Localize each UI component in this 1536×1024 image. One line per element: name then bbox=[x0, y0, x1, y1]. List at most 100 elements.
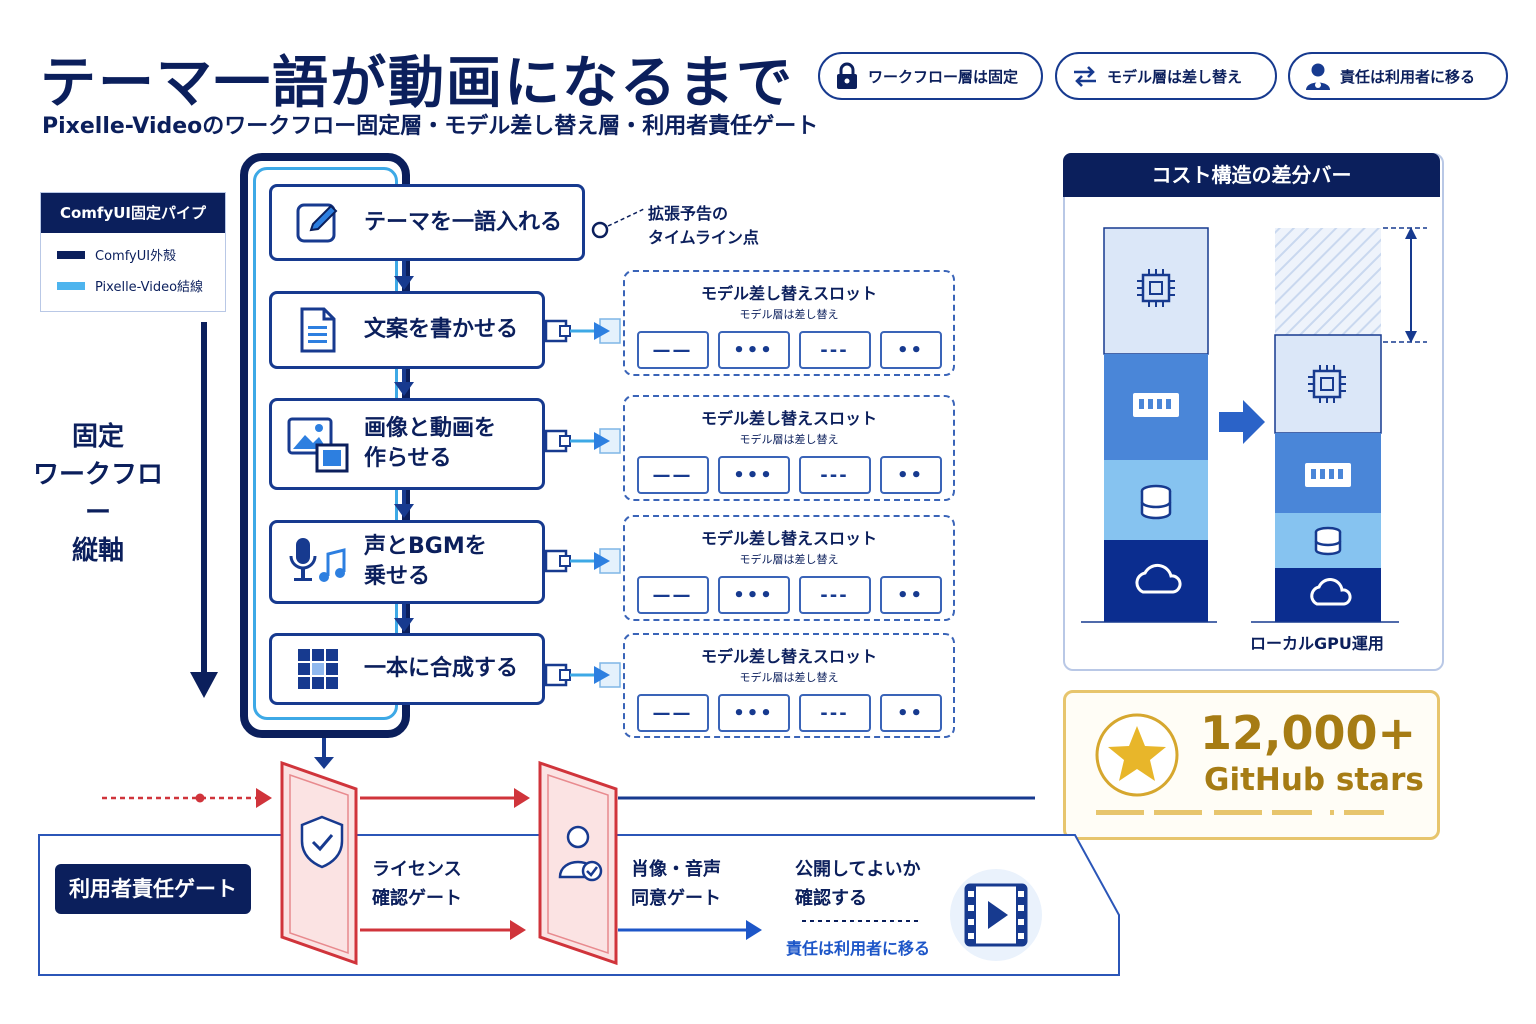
cost-bars bbox=[1081, 227, 1427, 623]
step-label: 画像と動画を 作らせる bbox=[364, 414, 496, 474]
model-chip[interactable]: --- bbox=[798, 694, 871, 732]
slot-title: モデル差し替えスロット bbox=[700, 409, 877, 428]
timeline-point bbox=[591, 208, 645, 239]
model-chip[interactable]: ••• bbox=[717, 694, 790, 732]
model-chip[interactable]: —— bbox=[636, 576, 709, 614]
step-label-line: 作らせる bbox=[364, 446, 452, 471]
legend-item: Pixelle-Video結線 bbox=[57, 276, 225, 295]
slot-subtitle: モデル層は差し替え bbox=[739, 433, 839, 446]
slot-chips: ——•••---•• bbox=[625, 331, 953, 369]
savings-bracket bbox=[1383, 227, 1427, 343]
legend-title: ComfyUI固定パイプ bbox=[41, 193, 225, 233]
vertical-axis-arrow bbox=[190, 322, 218, 698]
cost-bar-before bbox=[1103, 227, 1209, 622]
slot-plug-connector bbox=[544, 428, 621, 454]
slot-title: モデル差し替えスロット bbox=[700, 284, 877, 303]
step-label: テーマを一語入れる bbox=[364, 209, 563, 235]
responsibility-transfer-label: 責任は利用者に移る bbox=[786, 939, 931, 958]
cost-arrow bbox=[1219, 400, 1265, 444]
model-swap-slot: モデル差し替えスロットモデル層は差し替え ——•••---•• bbox=[623, 633, 955, 738]
memory-icon bbox=[1133, 393, 1179, 417]
cost-after-label: ローカルGPU運用 bbox=[1250, 634, 1384, 653]
model-chip[interactable]: --- bbox=[798, 576, 871, 614]
model-chip[interactable]: •• bbox=[879, 694, 942, 732]
database-icon bbox=[1140, 484, 1172, 520]
legend-swatch-light bbox=[57, 281, 85, 290]
axis-label-line: 縦軸 bbox=[71, 536, 124, 566]
legend-label: Pixelle-Video結線 bbox=[95, 280, 204, 295]
axis-label-line: ワークフロー bbox=[32, 460, 163, 528]
slot-plug-connector bbox=[544, 318, 621, 344]
page-subtitle: Pixelle-Videoのワークフロー固定層・モデル差し替え層・利用者責任ゲー… bbox=[42, 114, 819, 139]
video-play-icon bbox=[950, 869, 1042, 961]
cost-panel-title: コスト構造の差分バー bbox=[1063, 153, 1440, 197]
responsibility-gate-tag: 利用者責任ゲート bbox=[55, 864, 251, 914]
timeline-note-line: 拡張予告の bbox=[648, 204, 729, 223]
step-compose: 一本に合成する bbox=[269, 633, 545, 705]
pill-responsibility: 責任は利用者に移る bbox=[1288, 52, 1508, 100]
shield-check-icon bbox=[300, 815, 344, 869]
step-label: 文案を書かせる bbox=[364, 317, 519, 342]
step-label-line: 画像と動画を bbox=[364, 416, 497, 441]
swap-arrows-icon bbox=[1074, 66, 1096, 87]
slot-plug-connector bbox=[544, 662, 621, 688]
pill-label: ワークフロー層は固定 bbox=[868, 67, 1019, 86]
slot-title: モデル差し替えスロット bbox=[700, 647, 877, 666]
step-make-images-video: 画像と動画を 作らせる bbox=[269, 398, 545, 490]
slot-subtitle: モデル層は差し替え bbox=[739, 308, 839, 321]
image-film-icon bbox=[286, 415, 350, 473]
gate-label-line: 確認する bbox=[795, 888, 867, 909]
axis-label: 固定 ワークフロー 縦軸 bbox=[28, 418, 168, 570]
model-chip[interactable]: --- bbox=[798, 456, 871, 494]
model-chip[interactable]: —— bbox=[636, 456, 709, 494]
timeline-note-line: タイムライン点 bbox=[648, 228, 759, 247]
stars-dashes bbox=[1096, 810, 1384, 815]
page-title: テーマ一語が動画になるまで bbox=[40, 51, 794, 116]
model-chip[interactable]: ••• bbox=[717, 576, 790, 614]
cost-bar-after bbox=[1274, 228, 1382, 622]
mic-music-icon bbox=[286, 536, 350, 588]
slot-plug-connector bbox=[544, 548, 621, 574]
lock-icon bbox=[837, 62, 857, 89]
license-gate-label: ライセンス 確認ゲート bbox=[372, 855, 462, 913]
model-chip[interactable]: —— bbox=[636, 331, 709, 369]
model-chip[interactable]: —— bbox=[636, 694, 709, 732]
step-connectors bbox=[394, 258, 414, 632]
model-swap-slot: モデル差し替えスロットモデル層は差し替え ——•••---•• bbox=[623, 270, 955, 376]
slot-chips: ——•••---•• bbox=[625, 576, 953, 614]
legend-swatch-dark bbox=[57, 250, 85, 259]
chip-icon bbox=[1137, 269, 1175, 307]
step-label: 声とBGMを 乗せる bbox=[364, 532, 487, 592]
step-label-line: 乗せる bbox=[364, 564, 431, 589]
cloud-icon bbox=[1310, 578, 1352, 606]
gate-label-line: 同意ゲート bbox=[631, 888, 721, 909]
slot-chips: ——•••---•• bbox=[625, 456, 953, 494]
person-icon bbox=[1306, 63, 1330, 90]
model-chip[interactable]: ••• bbox=[717, 331, 790, 369]
grid-icon bbox=[286, 647, 350, 691]
step-enter-theme: テーマを一語入れる bbox=[269, 184, 585, 261]
step-add-voice-bgm: 声とBGMを 乗せる bbox=[269, 520, 545, 604]
gate-flow bbox=[38, 738, 1120, 976]
slot-subtitle: モデル層は差し替え bbox=[739, 553, 839, 566]
database-icon bbox=[1314, 526, 1342, 556]
stars-label: GitHub stars bbox=[1204, 762, 1424, 798]
model-chip[interactable]: •• bbox=[879, 576, 942, 614]
pill-label: モデル層は差し替え bbox=[1107, 67, 1243, 86]
slot-subtitle: モデル層は差し替え bbox=[739, 671, 839, 684]
model-chip[interactable]: •• bbox=[879, 456, 942, 494]
model-chip[interactable]: --- bbox=[798, 331, 871, 369]
gate-label-line: 肖像・音声 bbox=[631, 859, 721, 880]
document-icon bbox=[286, 306, 350, 354]
legend-item: ComfyUI外殻 bbox=[57, 245, 225, 264]
gate-label-line: ライセンス bbox=[372, 859, 462, 880]
publish-check-label: 公開してよいか 確認する bbox=[795, 855, 920, 913]
legend-label: ComfyUI外殻 bbox=[95, 249, 177, 264]
model-chip[interactable]: ••• bbox=[717, 456, 790, 494]
cloud-icon bbox=[1135, 563, 1182, 594]
step-label-line: 声とBGMを bbox=[364, 534, 487, 559]
axis-label-line: 固定 bbox=[71, 422, 124, 452]
person-check-icon bbox=[558, 825, 603, 882]
timeline-note: 拡張予告の タイムライン点 bbox=[648, 202, 759, 250]
model-chip[interactable]: •• bbox=[879, 331, 942, 369]
